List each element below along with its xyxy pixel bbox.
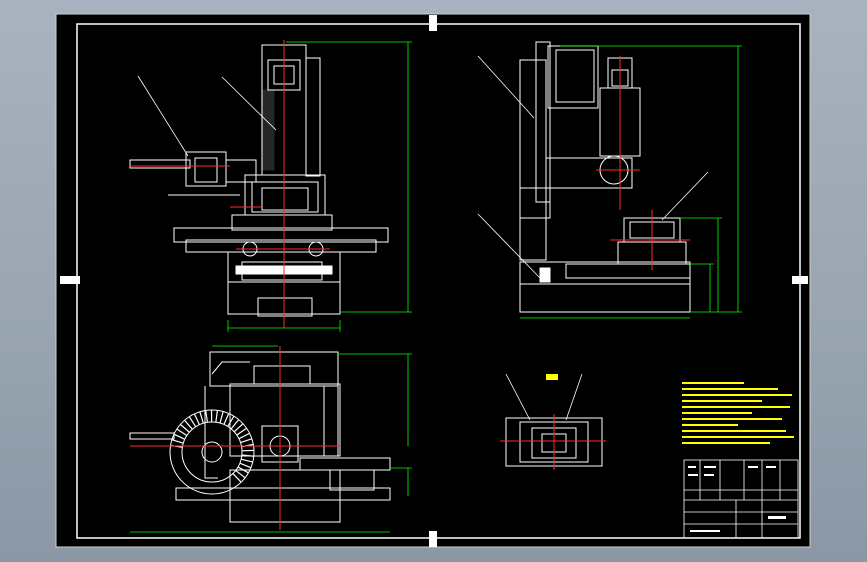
gear-tooth [239, 462, 252, 469]
detail-leaders [505, 373, 583, 421]
gear-tooth [173, 433, 186, 440]
centering-marks [60, 15, 808, 547]
gear-tooth [232, 473, 242, 483]
front-view-leaders [137, 75, 277, 157]
gear-tooth [223, 413, 230, 425]
technical-notes [682, 382, 794, 444]
gear-tooth [240, 438, 253, 444]
gear-tooth [230, 419, 240, 430]
gear-tooth [238, 432, 250, 440]
side-view-centerlines [596, 56, 690, 270]
plan-view [129, 351, 391, 523]
title-block [683, 459, 799, 539]
title-block-text-marks [688, 466, 786, 532]
gear-tooth [171, 439, 184, 444]
side-view-dimensions [520, 45, 742, 319]
front-view-dimensions [227, 41, 412, 332]
gear-tooth [236, 427, 247, 436]
gear-tooth [237, 466, 249, 474]
gear-tooth [184, 419, 193, 430]
gear-tooth [188, 416, 197, 428]
drawing-sheet [55, 13, 811, 548]
gear-tooth [219, 411, 224, 424]
plan-view-gear-teeth [170, 409, 254, 483]
gear-tooth [179, 423, 190, 433]
plan-view-dimensions [130, 345, 412, 533]
gear-tooth [240, 458, 253, 463]
front-view-centerlines [130, 40, 330, 328]
detail-centerlines [500, 414, 606, 470]
gear-tooth [205, 410, 209, 423]
gear-tooth [241, 454, 254, 457]
gear-tooth [233, 423, 244, 433]
detail-label-mark [546, 374, 558, 380]
gear-tooth [193, 413, 200, 426]
side-view-leaders [477, 55, 709, 279]
gear-tooth [199, 411, 204, 424]
gear-tooth [235, 469, 246, 479]
gear-tooth [176, 428, 188, 437]
plan-view-centerlines [130, 346, 340, 530]
gear-tooth [227, 415, 235, 427]
gear-tooth [215, 410, 218, 423]
